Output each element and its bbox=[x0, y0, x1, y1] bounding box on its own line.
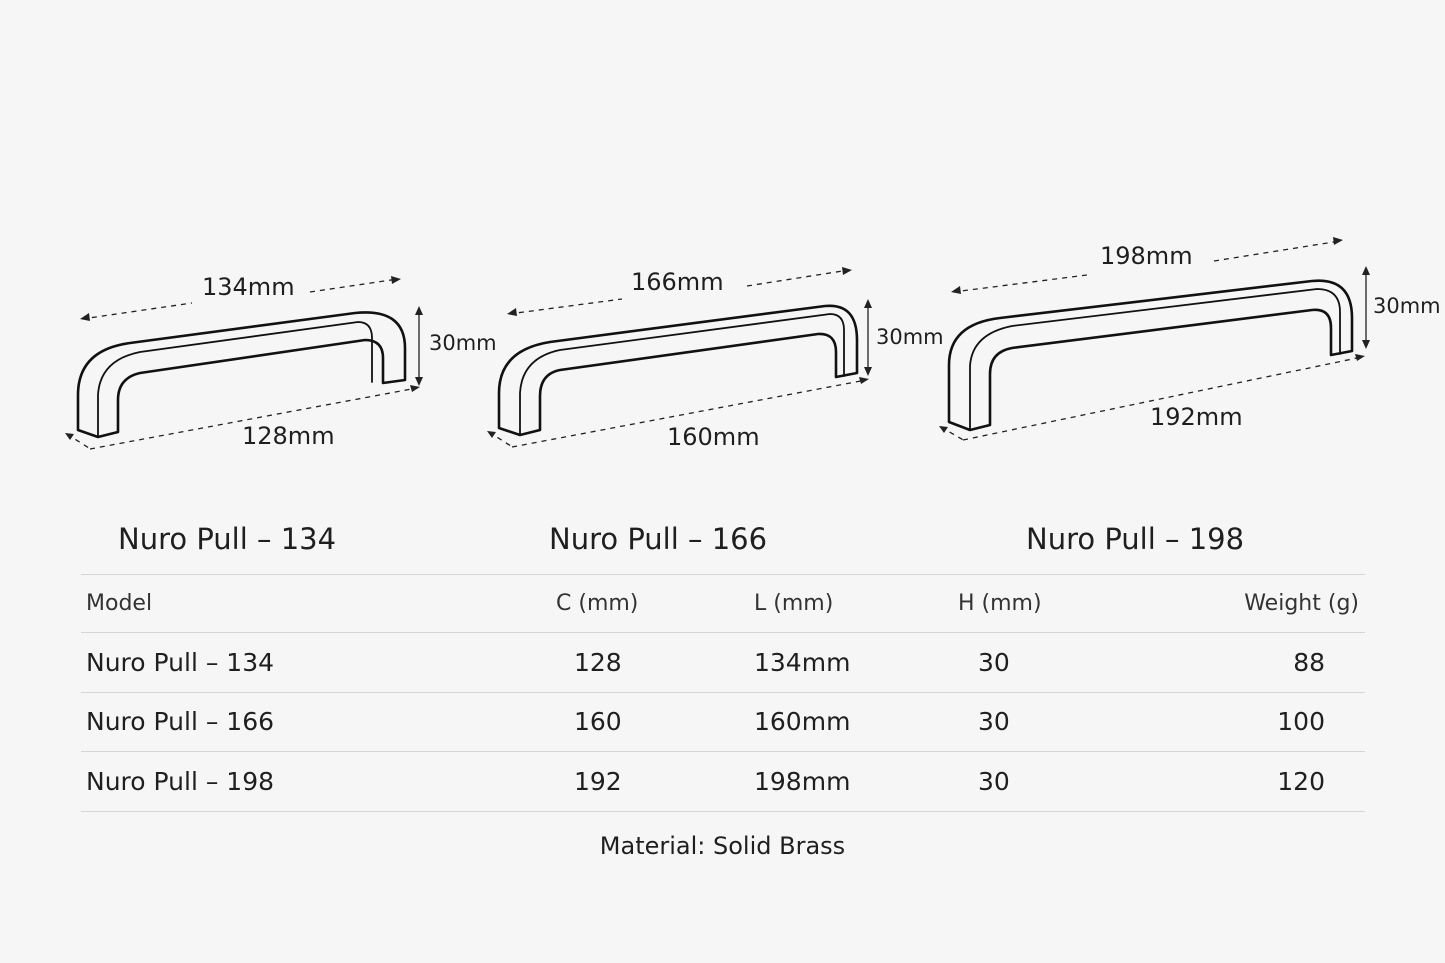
pull-inner-line bbox=[519, 313, 845, 436]
overall-dim-line-left bbox=[952, 274, 1088, 293]
height-label: 30mm bbox=[1373, 294, 1441, 318]
spec-table: Model C (mm) L (mm) H (mm) Weight (g) Nu… bbox=[81, 574, 1365, 812]
product-title-166: Nuro Pull – 166 bbox=[549, 522, 768, 556]
center-distance-label: 160mm bbox=[667, 423, 760, 451]
arrow-head bbox=[507, 308, 517, 316]
header-model: Model bbox=[81, 574, 556, 633]
arrow-head bbox=[410, 385, 420, 392]
arrow-head bbox=[1355, 354, 1365, 361]
cell-h: 30 bbox=[954, 751, 1178, 812]
cell-l: 134mm bbox=[754, 632, 954, 693]
table-row: Nuro Pull – 134 128 134mm 30 88 bbox=[81, 632, 1365, 693]
cell-model: Nuro Pull – 166 bbox=[81, 692, 556, 752]
arrow-head bbox=[415, 306, 423, 315]
cell-weight: 120 bbox=[1178, 751, 1365, 812]
cell-h: 30 bbox=[954, 632, 1178, 693]
arrow-head bbox=[1333, 237, 1343, 245]
arrow-head bbox=[864, 367, 872, 376]
arrow-head bbox=[859, 377, 869, 384]
cell-weight: 100 bbox=[1178, 692, 1365, 752]
cell-l: 198mm bbox=[754, 751, 954, 812]
height-label: 30mm bbox=[876, 325, 944, 349]
header-c-mm: C (mm) bbox=[556, 574, 754, 633]
pull-inner-line bbox=[969, 288, 1341, 431]
material-note: Material: Solid Brass bbox=[599, 832, 846, 860]
arrow-head bbox=[951, 286, 961, 294]
table-row: Nuro Pull – 166 160 160mm 30 100 bbox=[81, 692, 1365, 752]
pull-drawing-134: 134mm 128mm 30mm bbox=[65, 273, 497, 451]
cell-c: 160 bbox=[556, 692, 754, 752]
cell-c: 192 bbox=[556, 751, 754, 812]
overall-dim-line-left bbox=[508, 298, 623, 315]
cell-h: 30 bbox=[954, 692, 1178, 752]
center-dim-line bbox=[962, 356, 1363, 441]
header-l-mm: L (mm) bbox=[754, 574, 954, 633]
overall-length-label: 134mm bbox=[202, 273, 295, 301]
header-weight: Weight (g) bbox=[1178, 574, 1365, 633]
cell-model: Nuro Pull – 198 bbox=[81, 751, 556, 812]
height-label: 30mm bbox=[429, 331, 497, 355]
overall-dim-line-right bbox=[746, 269, 850, 287]
cell-weight: 88 bbox=[1178, 632, 1365, 693]
arrow-head bbox=[487, 431, 496, 438]
cell-model: Nuro Pull – 134 bbox=[81, 632, 556, 693]
pull-inner-line bbox=[97, 321, 373, 438]
arrow-head bbox=[842, 267, 852, 275]
table-row: Nuro Pull – 198 192 198mm 30 120 bbox=[81, 751, 1365, 812]
overall-dim-line-right bbox=[1213, 240, 1341, 262]
pull-drawing-198: 198mm 192mm 30mm bbox=[939, 237, 1441, 442]
pull-outline bbox=[947, 279, 1354, 432]
arrow-head bbox=[864, 299, 872, 308]
arrow-head bbox=[65, 433, 74, 440]
table-header-row: Model C (mm) L (mm) H (mm) Weight (g) bbox=[81, 574, 1365, 633]
arrow-head bbox=[1362, 266, 1370, 275]
overall-length-label: 166mm bbox=[631, 268, 724, 296]
product-title-198: Nuro Pull – 198 bbox=[1026, 522, 1245, 556]
overall-dim-line-right bbox=[309, 278, 399, 293]
arrow-head bbox=[391, 276, 401, 284]
pull-outline bbox=[497, 304, 859, 437]
pull-drawings: 134mm 128mm 30mm 166mm 160mm 30mm bbox=[65, 237, 1441, 451]
overall-length-label: 198mm bbox=[1100, 242, 1193, 270]
cell-l: 160mm bbox=[754, 692, 954, 752]
product-title-134: Nuro Pull – 134 bbox=[118, 522, 337, 556]
center-distance-label: 192mm bbox=[1150, 403, 1243, 431]
center-distance-label: 128mm bbox=[242, 422, 335, 450]
overall-dim-line-left bbox=[81, 302, 193, 320]
arrow-head bbox=[939, 426, 948, 433]
center-dim-line bbox=[511, 379, 867, 448]
pull-outline bbox=[76, 311, 407, 439]
arrow-head bbox=[80, 313, 90, 321]
arrow-head bbox=[415, 377, 423, 386]
cell-c: 128 bbox=[556, 632, 754, 693]
pull-drawing-166: 166mm 160mm 30mm bbox=[487, 267, 944, 451]
arrow-head bbox=[1362, 340, 1370, 349]
header-h-mm: H (mm) bbox=[954, 574, 1178, 633]
